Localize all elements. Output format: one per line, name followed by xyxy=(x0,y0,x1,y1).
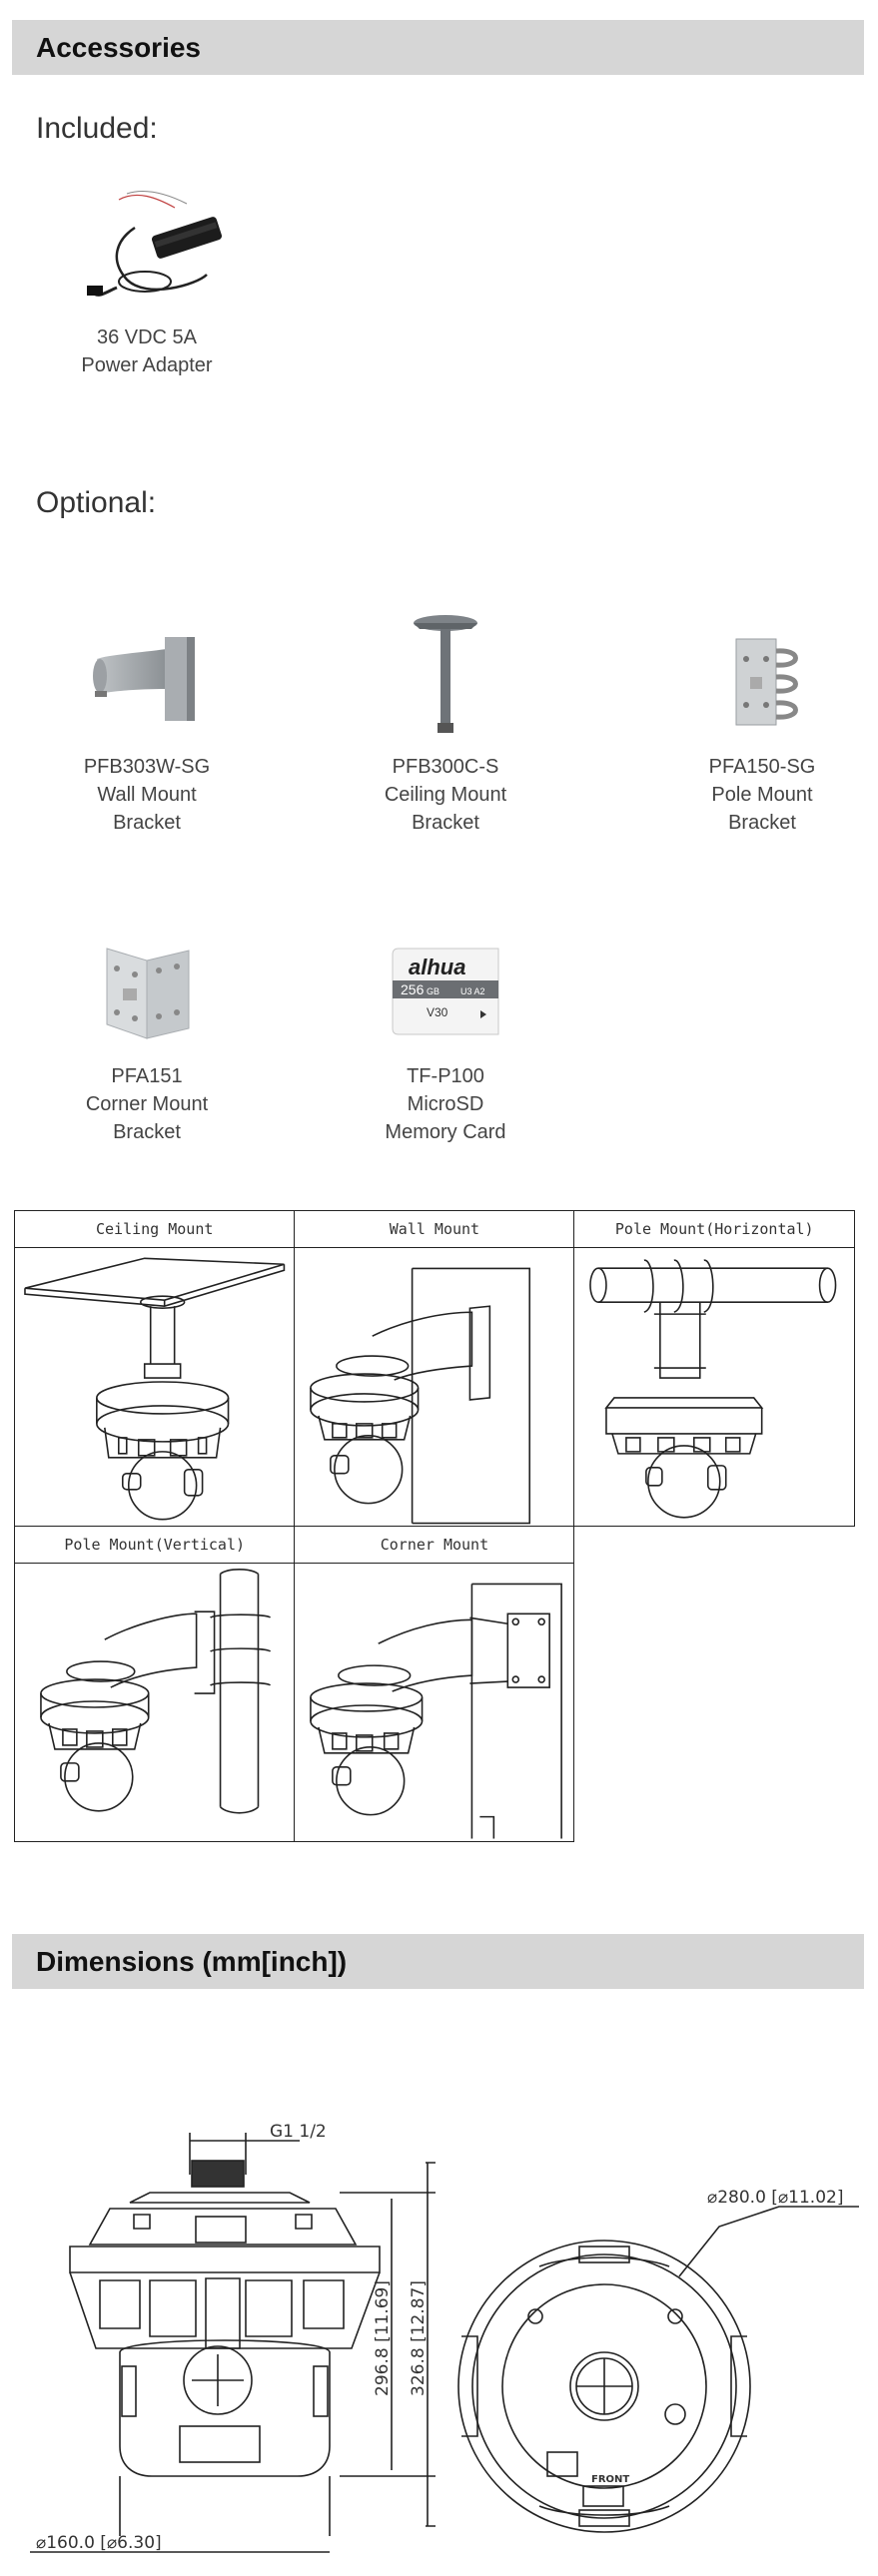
mount-label-pole-horizontal: Pole Mount(Horizontal) xyxy=(574,1211,854,1248)
accessory-wall-mount: PFB303W-SG Wall Mount Bracket xyxy=(17,609,277,837)
card-unit: GB xyxy=(427,986,439,996)
corner-mount-image xyxy=(17,919,277,1048)
card-capacity: 256 xyxy=(401,981,425,997)
mount-cell-empty xyxy=(574,1527,855,1842)
diameter-top-label: ⌀280.0 [⌀11.02] xyxy=(707,2188,843,2208)
mounting-table: Ceiling Mount xyxy=(13,1210,855,1842)
wall-mount-image xyxy=(17,609,277,739)
power-adapter-caption: 36 VDC 5A Power Adapter xyxy=(81,326,213,376)
pole-horizontal-drawing xyxy=(589,1259,837,1519)
mount-cell-wall: Wall Mount xyxy=(294,1210,575,1527)
dimensions-title: Dimensions (mm[inch]) xyxy=(36,1945,348,1977)
pole-mount-image xyxy=(632,609,878,739)
height-inner-label: 296.8 [11.69] xyxy=(373,2280,393,2396)
thread-label: G1 1/2 xyxy=(270,2122,327,2142)
mount-label-wall: Wall Mount xyxy=(295,1211,574,1248)
wall-mount-caption: PFB303W-SG Wall Mount Bracket xyxy=(83,756,211,834)
dimensions-header: Dimensions (mm[inch]) xyxy=(12,1934,864,1989)
accessory-power-adapter: 36 VDC 5A Power Adapter xyxy=(17,180,277,379)
mount-label-corner: Corner Mount xyxy=(295,1527,574,1564)
mount-cell-pole-vertical: Pole Mount(Vertical) xyxy=(13,1526,296,1842)
card-brand: alhua xyxy=(409,955,465,979)
ceiling-mount-image xyxy=(316,609,575,739)
ceiling-mount-drawing xyxy=(24,1257,286,1521)
memory-card-image: alhua 256 GB U3 A2 V30 xyxy=(316,919,575,1048)
mount-label-pole-vertical: Pole Mount(Vertical) xyxy=(15,1527,295,1564)
pole-mount-caption: PFA150-SG Pole Mount Bracket xyxy=(708,756,816,834)
included-label: Included: xyxy=(36,112,158,145)
memory-card-caption: TF-P100 MicroSD Memory Card xyxy=(385,1065,506,1143)
accessory-corner-mount: PFA151 Corner Mount Bracket xyxy=(17,919,277,1146)
wall-mount-drawing xyxy=(310,1267,531,1525)
mount-label-ceiling: Ceiling Mount xyxy=(15,1211,295,1248)
ceiling-mount-caption: PFB300C-S Ceiling Mount Bracket xyxy=(384,756,507,834)
card-mark-1: U3 A2 xyxy=(460,986,485,996)
front-label: FRONT xyxy=(591,2474,629,2485)
optional-label: Optional: xyxy=(36,486,157,519)
accessories-header: Accessories xyxy=(12,20,864,75)
pole-vertical-drawing xyxy=(40,1568,272,1814)
card-mark-2: V30 xyxy=(427,1005,448,1019)
diameter-base-label: ⌀160.0 [⌀6.30] xyxy=(36,2533,162,2553)
dimension-drawing: G1 1/2 ⌀280.0 [⌀11.02] ⌀160.0 [⌀6.30] 29… xyxy=(30,2122,859,2553)
accessory-ceiling-mount: PFB300C-S Ceiling Mount Bracket xyxy=(316,609,575,837)
accessory-pole-mount: PFA150-SG Pole Mount Bracket xyxy=(632,609,878,837)
power-adapter-image xyxy=(17,180,277,310)
corner-mount-drawing xyxy=(310,1583,563,1839)
mount-cell-pole-horizontal: Pole Mount(Horizontal) xyxy=(573,1210,855,1527)
corner-mount-caption: PFA151 Corner Mount Bracket xyxy=(85,1065,209,1143)
height-outer-label: 326.8 [12.87] xyxy=(409,2280,429,2396)
accessories-title: Accessories xyxy=(36,31,202,63)
accessory-memory-card: alhua 256 GB U3 A2 V30 TF-P100 MicroSD M… xyxy=(316,919,575,1146)
mount-cell-ceiling: Ceiling Mount xyxy=(13,1210,296,1527)
mount-cell-corner: Corner Mount xyxy=(294,1526,575,1842)
